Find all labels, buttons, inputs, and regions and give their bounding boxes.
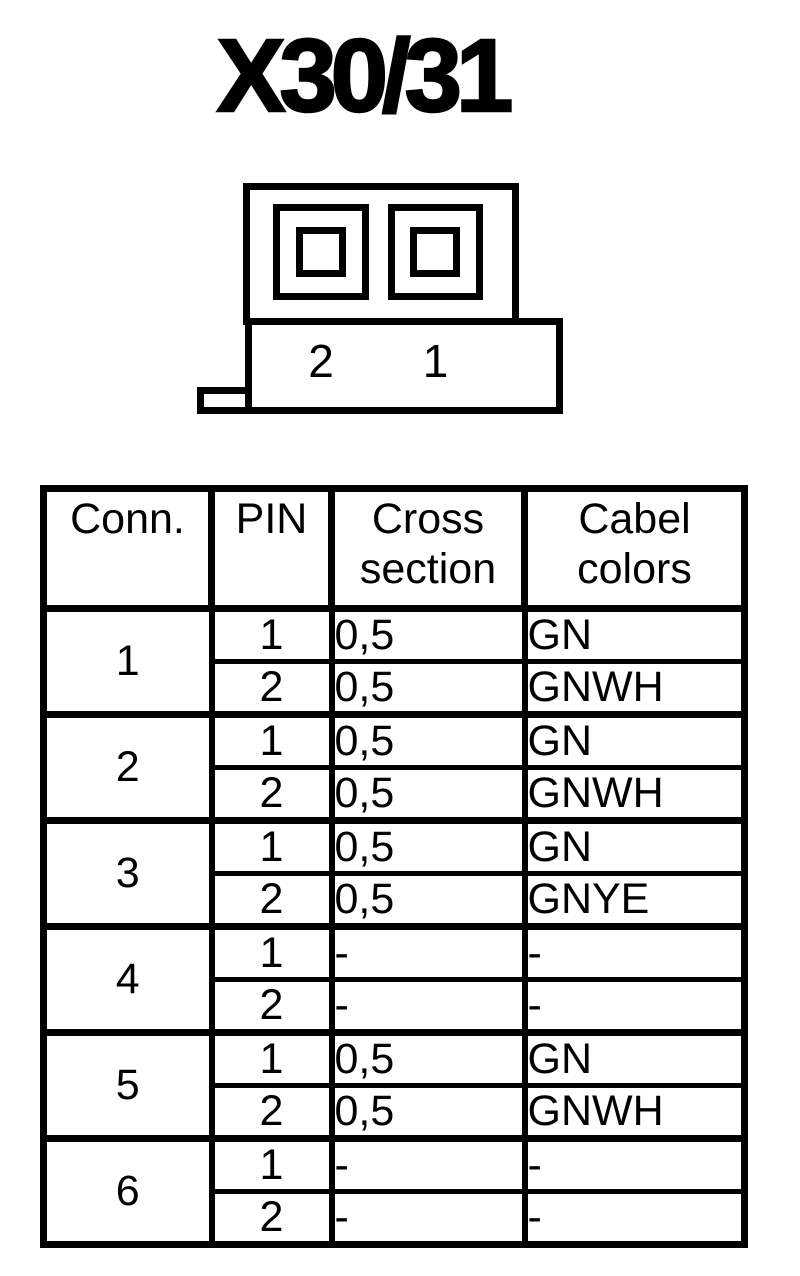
pin-label-2: 2: [308, 335, 334, 387]
pin-cell: 1: [208, 817, 335, 876]
color-cell: -: [521, 977, 748, 1035]
color-cell: GNWH: [521, 765, 748, 823]
color-cell: -: [521, 1135, 748, 1194]
color-cell: GN: [521, 817, 748, 876]
header-conn: Conn.: [40, 485, 215, 612]
pin-cell: 1: [208, 711, 335, 770]
color-cell: GN: [521, 605, 748, 664]
header-cross-line2: section: [359, 545, 497, 593]
table-row: 2--: [44, 977, 748, 1035]
color-cell: GN: [521, 1029, 748, 1088]
header-cabel-colors: Cabel colors: [521, 485, 748, 612]
conn-cell: 1: [40, 605, 215, 717]
cross-cell: -: [328, 1135, 528, 1194]
cross-cell: 0,5: [328, 871, 528, 929]
cross-cell: -: [328, 923, 528, 982]
header-cross-line1: Cross: [371, 495, 485, 543]
conn-cell: 6: [40, 1135, 215, 1247]
pin-label-1: 1: [422, 335, 449, 387]
pin-terminal-1: [410, 227, 460, 277]
pin-cell: 1: [208, 923, 335, 982]
pin-cell: 2: [208, 1189, 335, 1247]
header-cabel-line1: Cabel: [578, 495, 691, 543]
pin-cell: 2: [208, 1083, 335, 1141]
connector-foot-tab: [197, 387, 252, 414]
header-conn-line1: Conn.: [70, 495, 185, 543]
color-cell: -: [521, 923, 748, 982]
cross-cell: 0,5: [328, 765, 528, 823]
pin-cell: 2: [208, 765, 335, 823]
cross-cell: -: [328, 977, 528, 1035]
cross-cell: 0,5: [328, 711, 528, 770]
cross-cell: 0,5: [328, 817, 528, 876]
header-cabel-line2: colors: [577, 545, 692, 593]
connector-title: X30/31: [216, 18, 515, 133]
header-pin: PIN: [208, 485, 335, 612]
color-cell: GNYE: [521, 871, 748, 929]
header-row: Conn. PIN Cross section Cabel colors: [40, 485, 748, 612]
conn-cell: 4: [40, 923, 215, 1035]
pin-cell: 2: [208, 871, 335, 929]
pin-cell: 1: [208, 605, 335, 664]
header-cross-section: Cross section: [328, 485, 528, 612]
color-cell: -: [521, 1189, 748, 1247]
pin-cell: 1: [208, 1029, 335, 1088]
header-pin-line1: PIN: [235, 495, 308, 543]
table-row: 2--: [44, 1189, 748, 1247]
pin-cell: 1: [208, 1135, 335, 1194]
pin-cell: 2: [208, 659, 335, 717]
pin-terminal-2: [296, 227, 346, 277]
cross-cell: 0,5: [328, 605, 528, 664]
cross-cell: 0,5: [328, 659, 528, 717]
cross-cell: 0,5: [328, 1029, 528, 1088]
pin-cell: 2: [208, 977, 335, 1035]
conn-cell: 3: [40, 817, 215, 929]
color-cell: GN: [521, 711, 748, 770]
cross-cell: -: [328, 1189, 528, 1247]
cross-cell: 0,5: [328, 1083, 528, 1141]
conn-cell: 5: [40, 1029, 215, 1141]
conn-cell: 2: [40, 711, 215, 823]
color-cell: GNWH: [521, 659, 748, 717]
color-cell: GNWH: [521, 1083, 748, 1141]
